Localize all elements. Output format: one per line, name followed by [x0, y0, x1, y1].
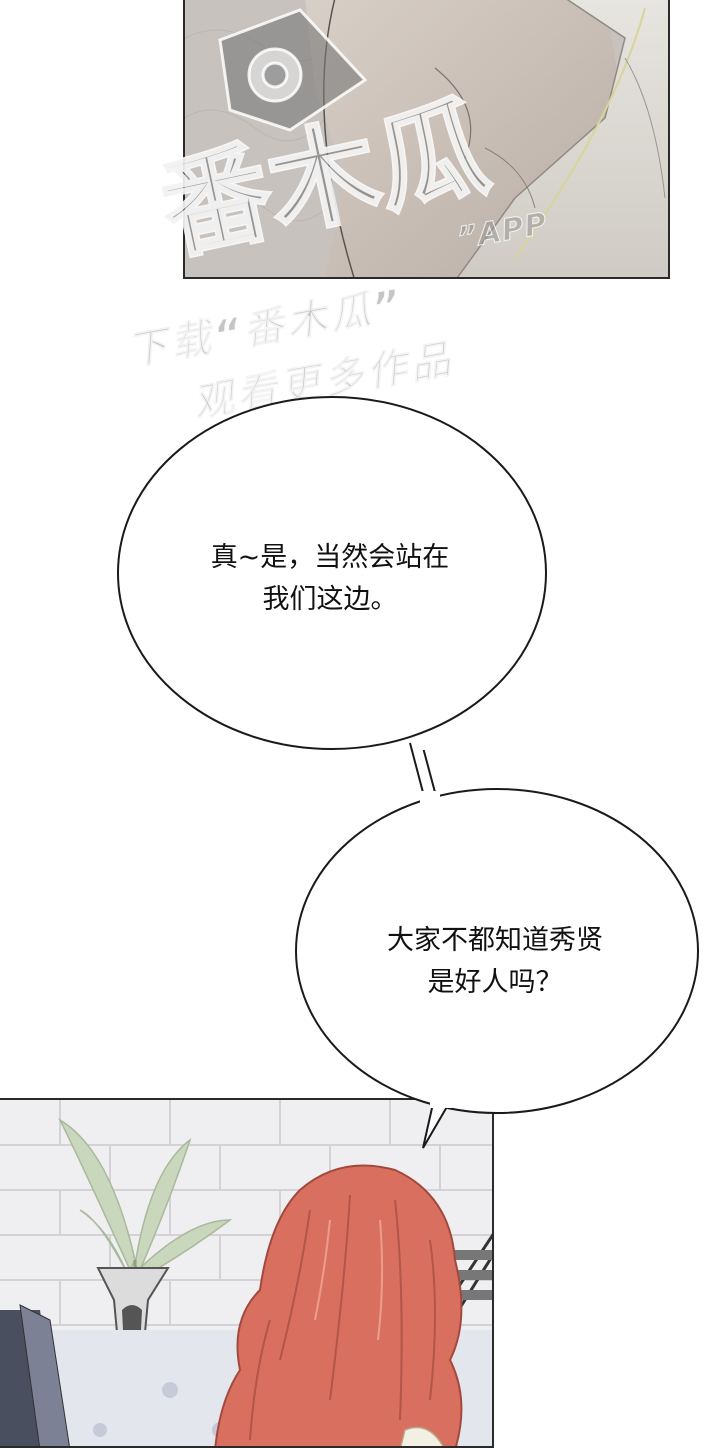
- bubble-connector: [409, 739, 438, 802]
- speech-bubble-1-line-2: 我们这边。: [262, 584, 398, 615]
- speech-bubble-1-text: 真~是，当然会站在 我们这边。: [150, 537, 510, 621]
- speech-bubble-2-line-2: 是好人吗？: [427, 967, 563, 998]
- panel-top-art: [185, 0, 668, 277]
- speech-bubble-1-line-1: 真~是，当然会站在: [210, 542, 450, 573]
- comic-panel-bottom: [0, 1098, 494, 1448]
- speech-bubble-2-line-1: 大家不都知道秀贤: [387, 925, 603, 956]
- panel-bottom-art: [0, 1100, 492, 1446]
- speech-bubble-2-text: 大家不都知道秀贤 是好人吗？: [320, 920, 670, 1004]
- comic-panel-top: [183, 0, 670, 279]
